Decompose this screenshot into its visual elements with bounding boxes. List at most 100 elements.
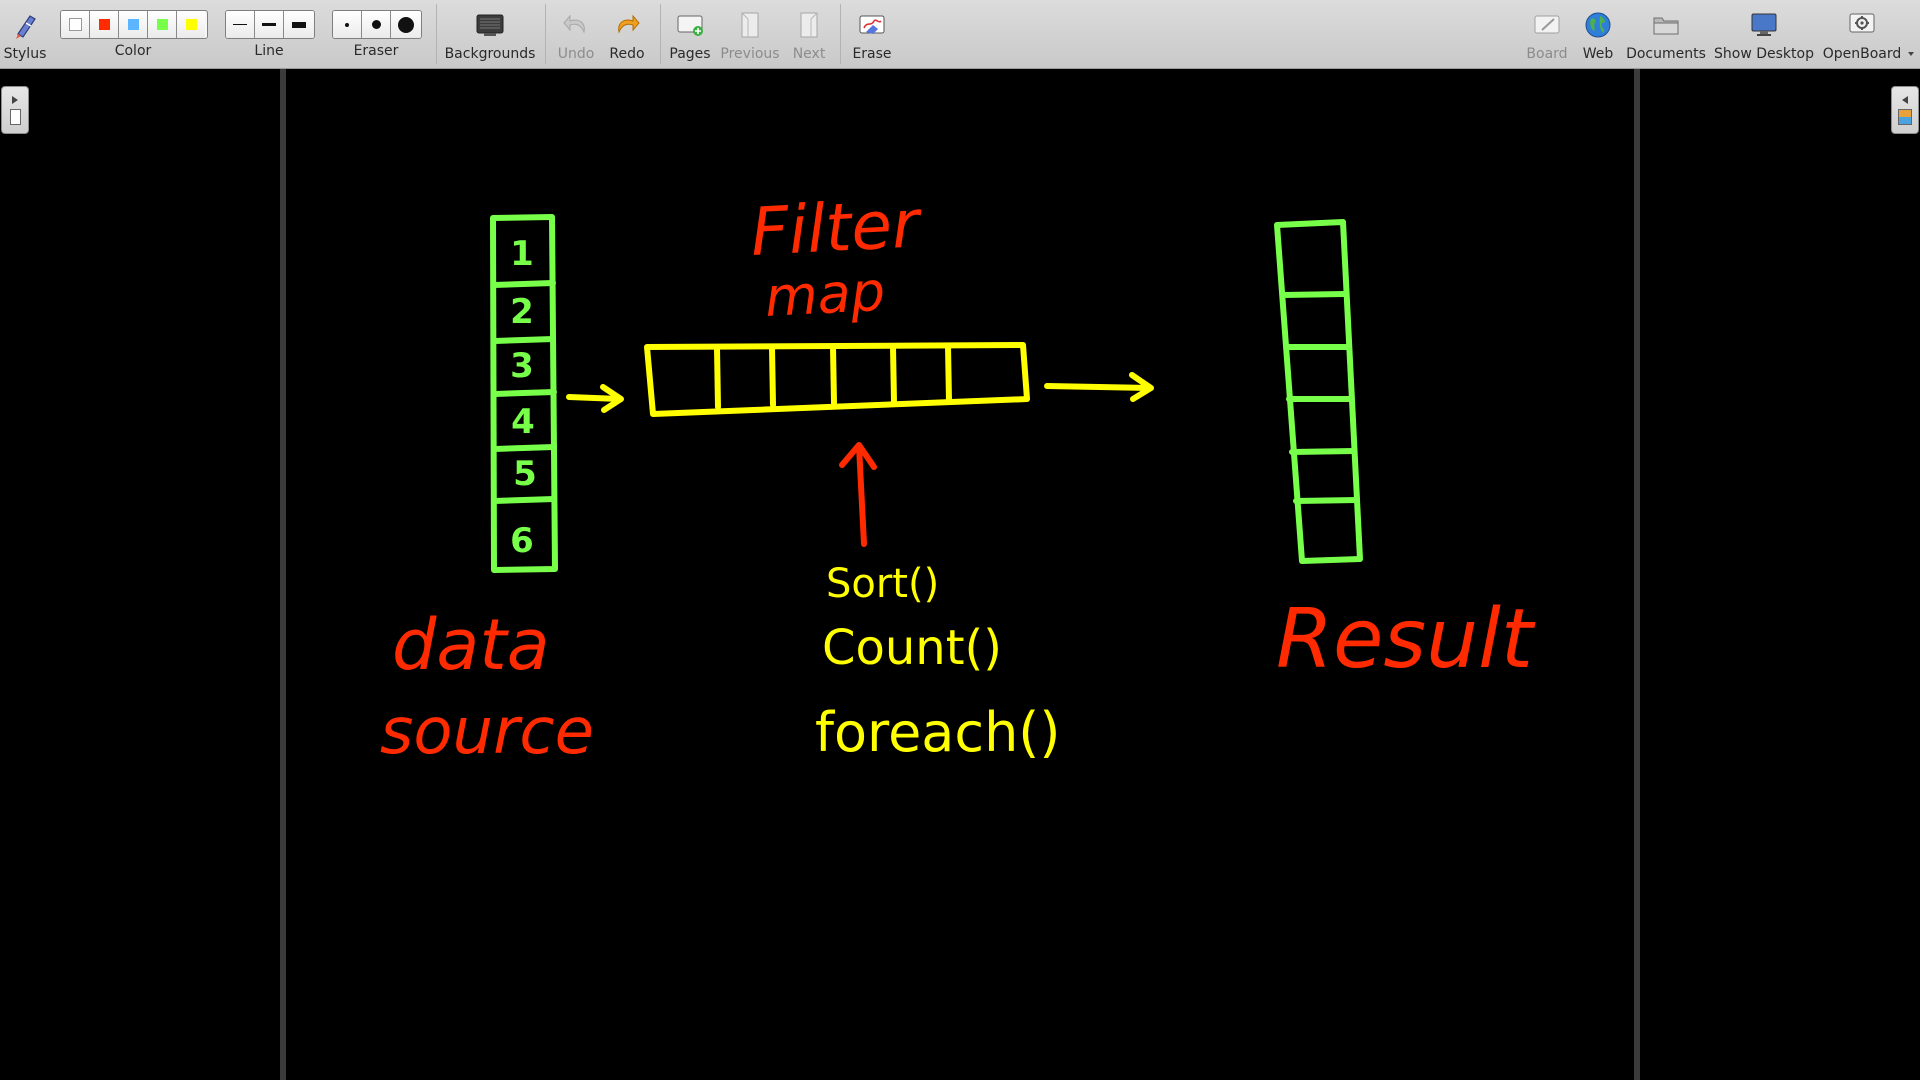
globe-icon xyxy=(1581,8,1615,42)
toolbar-separator xyxy=(545,4,546,64)
board-margin-left xyxy=(0,69,280,1080)
toolbar-separator xyxy=(660,4,661,64)
desktop-monitor-icon xyxy=(1747,8,1781,42)
pipeline-row xyxy=(644,342,1030,417)
eraser-medium-button[interactable] xyxy=(361,11,390,38)
data-cell-label: 3 xyxy=(510,346,534,386)
swatch-fill xyxy=(156,19,168,30)
redo-label: Redo xyxy=(609,46,645,62)
data-source-column xyxy=(490,214,558,573)
expand-arrow-icon xyxy=(12,95,18,104)
line-label: Line xyxy=(254,43,284,59)
result-column xyxy=(1274,219,1363,564)
documents-button[interactable]: Documents xyxy=(1624,0,1708,68)
board-button[interactable]: Board xyxy=(1522,0,1572,68)
next-label: Next xyxy=(792,46,826,62)
line-medium-icon xyxy=(262,23,276,26)
backgrounds-button[interactable]: Backgrounds xyxy=(444,0,536,68)
line-thin-icon xyxy=(233,24,247,25)
show-desktop-label: Show Desktop xyxy=(1714,46,1814,62)
handwriting-count: Count() xyxy=(822,620,1002,676)
collapse-arrow-icon xyxy=(1902,95,1908,104)
color-swatch-white[interactable] xyxy=(61,11,89,38)
chevron-down-icon[interactable] xyxy=(1908,52,1914,56)
eraser-small-icon xyxy=(345,22,349,27)
color-label: Color xyxy=(114,43,152,59)
stylus-tool[interactable]: Stylus xyxy=(2,0,48,68)
arrow-icon xyxy=(1044,372,1154,402)
redo-icon xyxy=(610,8,644,42)
erase-label: Erase xyxy=(852,46,892,62)
undo-label: Undo xyxy=(557,46,595,62)
board-margin-right xyxy=(1640,69,1920,1080)
web-button[interactable]: Web xyxy=(1576,0,1620,68)
previous-page-icon xyxy=(733,8,767,42)
eraser-label: Eraser xyxy=(353,43,399,59)
toolbar: Stylus Color Line Eraser Backgrounds xyxy=(0,0,1920,69)
right-palette-toggle[interactable] xyxy=(1891,86,1919,134)
line-thick-button[interactable] xyxy=(283,11,314,38)
swatch-fill xyxy=(185,19,197,30)
eraser-medium-icon xyxy=(371,20,381,29)
color-swatch-green[interactable] xyxy=(147,11,176,38)
data-source-cell-labels: 1 2 3 4 5 6 xyxy=(510,234,537,561)
data-cell-label: 1 xyxy=(510,234,534,274)
pages-label: Pages xyxy=(669,46,711,62)
swatch-fill xyxy=(98,19,110,30)
swatch-fill xyxy=(127,19,139,30)
data-cell-label: 6 xyxy=(510,521,534,561)
add-page-icon xyxy=(673,8,707,42)
toolbar-separator xyxy=(840,4,841,64)
eraser-large-button[interactable] xyxy=(390,11,421,38)
eraser-size-group xyxy=(332,10,422,39)
line-medium-button[interactable] xyxy=(254,11,283,38)
line-thick-icon xyxy=(292,21,306,28)
folder-icon xyxy=(1649,8,1683,42)
handwriting-sort: Sort() xyxy=(826,561,939,607)
board-label: Board xyxy=(1526,46,1568,62)
pages-button[interactable]: Pages xyxy=(665,0,715,68)
handwriting-data: data xyxy=(392,604,550,686)
swatch-fill xyxy=(68,18,82,31)
handwriting-filter: Filter xyxy=(749,185,925,271)
handwriting-foreach: foreach() xyxy=(815,701,1060,764)
undo-button[interactable]: Undo xyxy=(550,0,602,68)
handwriting-result: Result xyxy=(1276,592,1536,687)
board-icon xyxy=(1530,8,1564,42)
settings-gear-icon xyxy=(1845,8,1879,42)
library-icon xyxy=(1898,108,1912,125)
data-cell-label: 2 xyxy=(510,292,534,332)
handwriting-map: map xyxy=(763,260,886,329)
show-desktop-button[interactable]: Show Desktop xyxy=(1712,0,1816,68)
color-swatch-blue[interactable] xyxy=(118,11,147,38)
openboard-label: OpenBoard xyxy=(1822,46,1902,62)
erase-board-icon xyxy=(855,8,889,42)
data-cell-label: 4 xyxy=(511,402,535,442)
redo-button[interactable]: Redo xyxy=(602,0,652,68)
page-frame-right xyxy=(1634,69,1640,1080)
openboard-menu-button[interactable]: OpenBoard xyxy=(1818,0,1906,68)
color-swatch-red[interactable] xyxy=(89,11,118,38)
documents-label: Documents xyxy=(1626,46,1706,62)
backgrounds-label: Backgrounds xyxy=(444,46,536,62)
next-button[interactable]: Next xyxy=(784,0,834,68)
left-palette-toggle[interactable] xyxy=(1,86,29,134)
handwriting-source: source xyxy=(380,695,594,769)
line-width-group xyxy=(225,10,315,39)
web-label: Web xyxy=(1582,46,1614,62)
color-swatch-yellow[interactable] xyxy=(176,11,205,38)
stylus-label: Stylus xyxy=(3,46,47,62)
erase-button[interactable]: Erase xyxy=(846,0,898,68)
previous-button[interactable]: Previous xyxy=(720,0,780,68)
color-palette xyxy=(60,10,208,39)
eraser-large-icon xyxy=(398,16,414,33)
previous-label: Previous xyxy=(720,46,780,62)
stylus-icon xyxy=(8,8,42,42)
eraser-small-button[interactable] xyxy=(333,11,361,38)
undo-icon xyxy=(559,8,593,42)
data-cell-label: 5 xyxy=(513,454,537,494)
backgrounds-icon xyxy=(473,8,507,42)
page-list-icon xyxy=(9,108,21,125)
board-canvas[interactable]: 1 2 3 4 5 6 Filter map xyxy=(0,69,1920,1080)
line-thin-button[interactable] xyxy=(226,11,254,38)
